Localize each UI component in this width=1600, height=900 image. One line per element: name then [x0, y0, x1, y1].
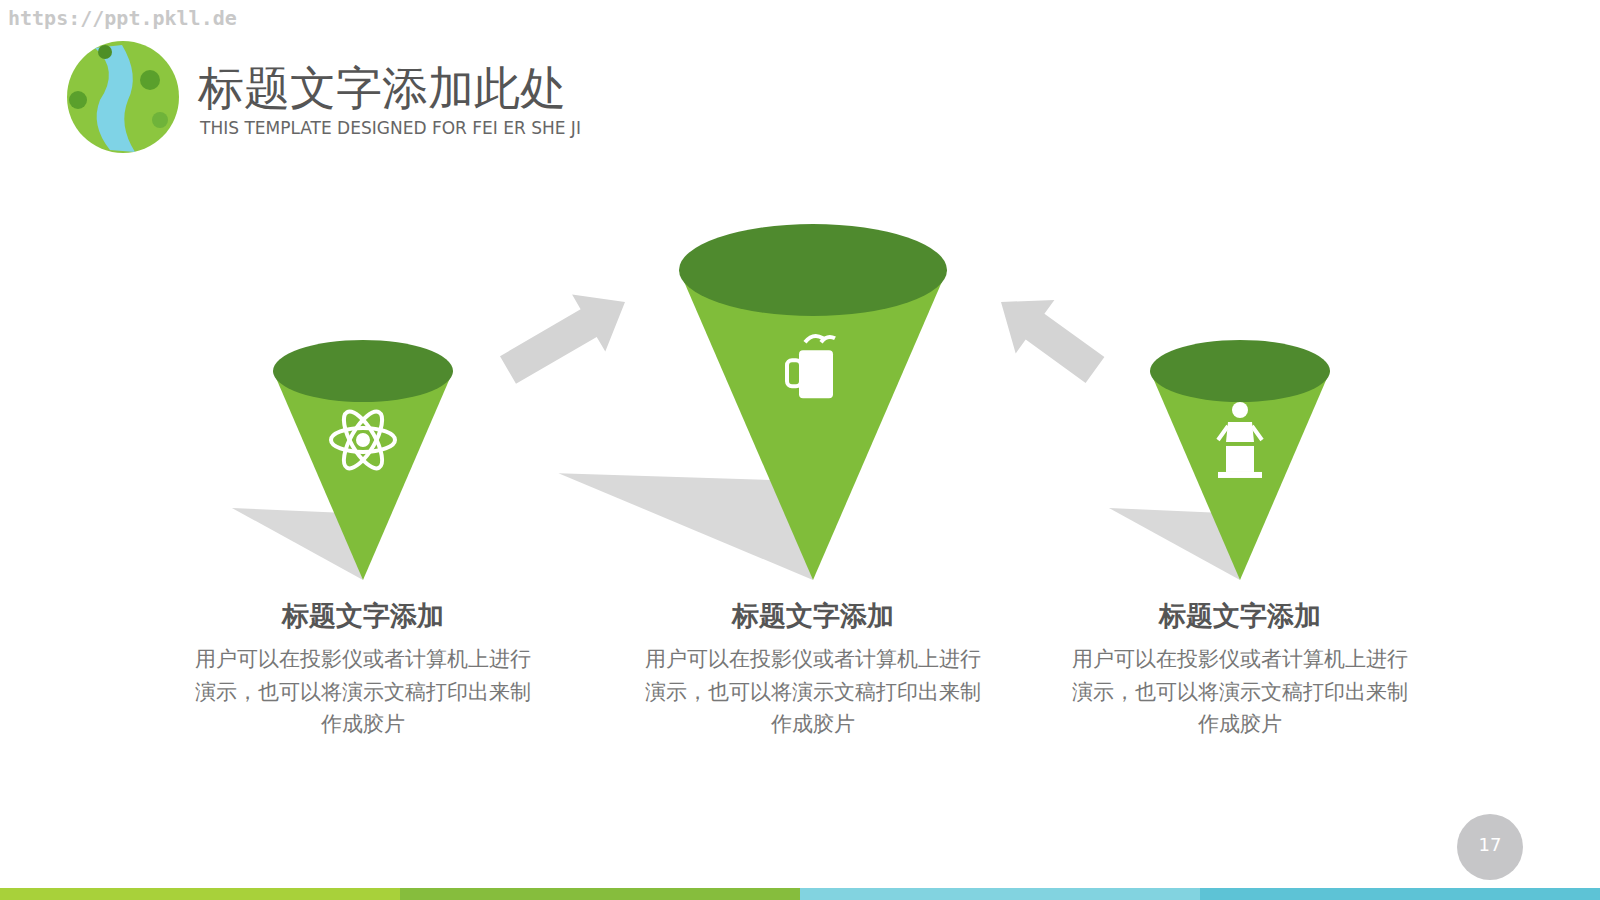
cone-shape [1060, 340, 1420, 580]
cone-node: 标题文字添加用户可以在投影仪或者计算机上进行演示，也可以将演示文稿打印出来制作成… [633, 224, 993, 741]
cone-node: 标题文字添加用户可以在投影仪或者计算机上进行演示，也可以将演示文稿打印出来制作成… [183, 340, 543, 741]
node-body: 用户可以在投影仪或者计算机上进行演示，也可以将演示文稿打印出来制作成胶片 [1070, 643, 1410, 741]
cone-shape [183, 340, 543, 580]
cone-node: 标题文字添加用户可以在投影仪或者计算机上进行演示，也可以将演示文稿打印出来制作成… [1060, 340, 1420, 741]
slide-title: 标题文字添加此处 [198, 58, 566, 120]
page-number: 17 [1460, 834, 1520, 855]
node-body: 用户可以在投影仪或者计算机上进行演示，也可以将演示文稿打印出来制作成胶片 [193, 643, 533, 741]
node-heading: 标题文字添加 [1060, 598, 1420, 633]
subtitle: THIS TEMPLATE DESIGNED FOR FEI ER SHE JI [200, 118, 581, 138]
globe-icon [67, 41, 179, 153]
flow-arrow [1001, 300, 1104, 383]
atom-icon [331, 406, 395, 473]
cup-icon [787, 336, 835, 398]
speaker-icon [1218, 402, 1262, 478]
bottom-bar [0, 888, 1600, 900]
cone-shape [633, 224, 993, 580]
node-heading: 标题文字添加 [633, 598, 993, 633]
node-heading: 标题文字添加 [183, 598, 543, 633]
flow-arrow [500, 295, 625, 384]
page-circle [1457, 814, 1523, 880]
watermark: https://ppt.pkll.de [8, 6, 237, 30]
node-body: 用户可以在投影仪或者计算机上进行演示，也可以将演示文稿打印出来制作成胶片 [643, 643, 983, 741]
